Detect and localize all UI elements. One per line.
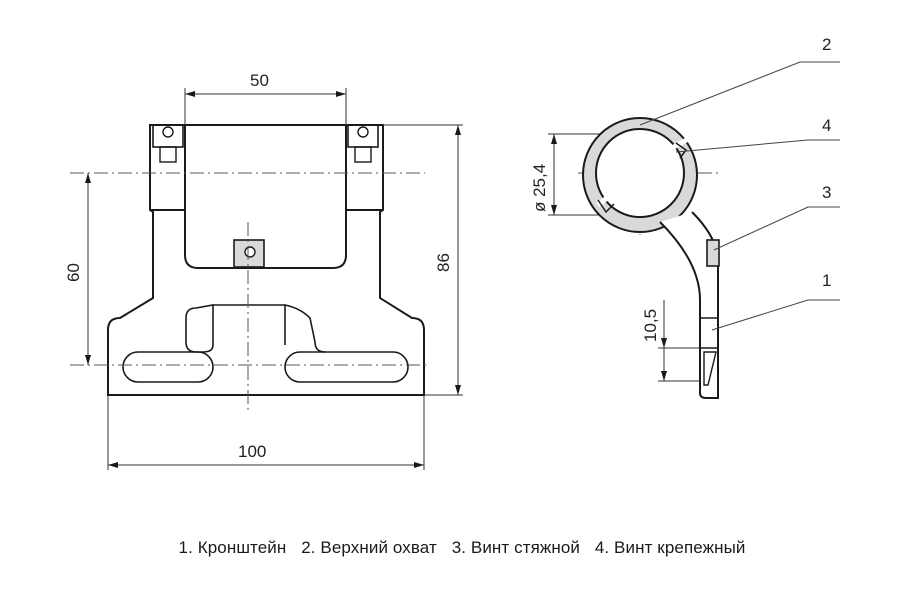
center-plate [185, 304, 214, 353]
dim-diameter: ø 25,4 [530, 164, 549, 212]
dim-50: 50 [250, 71, 269, 90]
parts-legend: 1. Кронштейн 2. Верхний охват 3. Винт ст… [0, 538, 924, 558]
arrowheads [85, 91, 667, 468]
front-view [107, 124, 425, 396]
left-slot [122, 351, 214, 383]
callout-4: 4 [822, 116, 831, 135]
legend-item-2: 2. Верхний охват [301, 538, 437, 557]
legend-item-4: 4. Винт крепежный [594, 538, 746, 557]
callout-3: 3 [822, 183, 831, 202]
bracket-outline [107, 124, 425, 396]
tightening-screw [706, 239, 720, 267]
dim-100: 100 [238, 442, 266, 461]
legend-item-3: 3. Винт стяжной [451, 538, 581, 557]
legend-item-1: 1. Кронштейн [178, 538, 287, 557]
side-view [582, 117, 720, 399]
callout-2: 2 [822, 35, 831, 54]
inner-cutout [184, 210, 347, 269]
clamp-ring-inner [595, 128, 685, 218]
callout-1: 1 [822, 271, 831, 290]
dim-10-5: 10,5 [641, 309, 660, 342]
leader-lines [639, 61, 840, 331]
dim-86: 86 [434, 253, 453, 272]
dim-60: 60 [64, 263, 83, 282]
right-slot [284, 351, 409, 383]
